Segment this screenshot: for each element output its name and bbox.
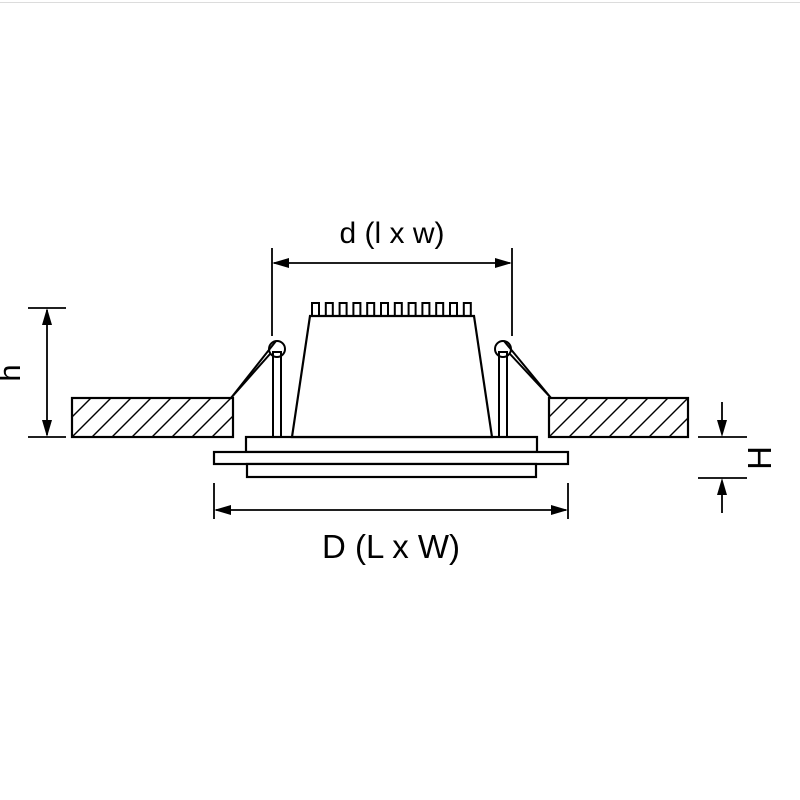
spring-clip-right xyxy=(494,340,552,438)
clip-pivot-right xyxy=(494,340,512,358)
hatch-line xyxy=(171,397,212,438)
ceiling-panel-right-body xyxy=(547,396,690,439)
clip-post-left xyxy=(272,351,282,438)
hatch-line xyxy=(71,397,92,418)
arrowhead-right xyxy=(495,258,512,268)
clip-pivot-left xyxy=(268,340,286,358)
hatch-line xyxy=(211,415,234,438)
right-dimension-label: H xyxy=(741,446,778,470)
flange-plate-middle xyxy=(212,450,570,466)
arrowhead-top xyxy=(42,308,52,325)
hatch-line xyxy=(131,397,172,438)
hatch-line xyxy=(628,397,669,438)
bottom-dimension-label: D (L x W) xyxy=(322,528,460,565)
left-dimension: h xyxy=(0,307,66,438)
hatch-line xyxy=(668,417,689,438)
spring-clip-left xyxy=(230,340,286,438)
bottom-dimension: D (L x W) xyxy=(213,483,569,565)
top-dimension: d (l x w) xyxy=(271,217,513,336)
ceiling-panel-right xyxy=(547,396,690,439)
heatsink-fins xyxy=(311,302,472,317)
hatch-line xyxy=(648,397,689,438)
top-dimension-label: d (l x w) xyxy=(340,217,445,250)
ceiling-panel-right-hatch xyxy=(548,397,689,438)
arrowhead-down xyxy=(717,420,727,437)
lamp-housing xyxy=(290,314,494,439)
hatch-line xyxy=(111,397,152,438)
hatch-line xyxy=(71,397,112,438)
right-dimension: H xyxy=(698,402,778,513)
clip-arm-right-lower xyxy=(509,353,552,399)
hatch-line xyxy=(191,397,232,438)
flange-plate-bottom xyxy=(245,462,538,479)
left-dimension-label: h xyxy=(0,364,27,381)
hatch-line xyxy=(588,397,629,438)
hatch-line xyxy=(608,397,649,438)
arrowhead-left xyxy=(214,505,231,515)
hatch-line xyxy=(548,397,569,418)
hatch-line xyxy=(568,397,609,438)
trim-flange xyxy=(212,435,570,479)
arrowhead-up xyxy=(717,478,727,495)
clip-post-right xyxy=(498,351,508,438)
ceiling-panel-left-body xyxy=(70,396,235,439)
hatch-line xyxy=(548,397,589,438)
clip-arm-left-lower xyxy=(230,353,271,399)
flange-plate-top xyxy=(244,435,539,454)
ceiling-panel-left xyxy=(70,396,235,439)
page-top-divider xyxy=(0,2,800,3)
hatch-line xyxy=(91,397,132,438)
fixture-body xyxy=(290,302,494,439)
arrowhead-bottom xyxy=(42,420,52,437)
arrowhead-left xyxy=(272,258,289,268)
arrowhead-right xyxy=(551,505,568,515)
ceiling-panel-left-hatch xyxy=(71,397,234,438)
hatch-line xyxy=(151,397,192,438)
